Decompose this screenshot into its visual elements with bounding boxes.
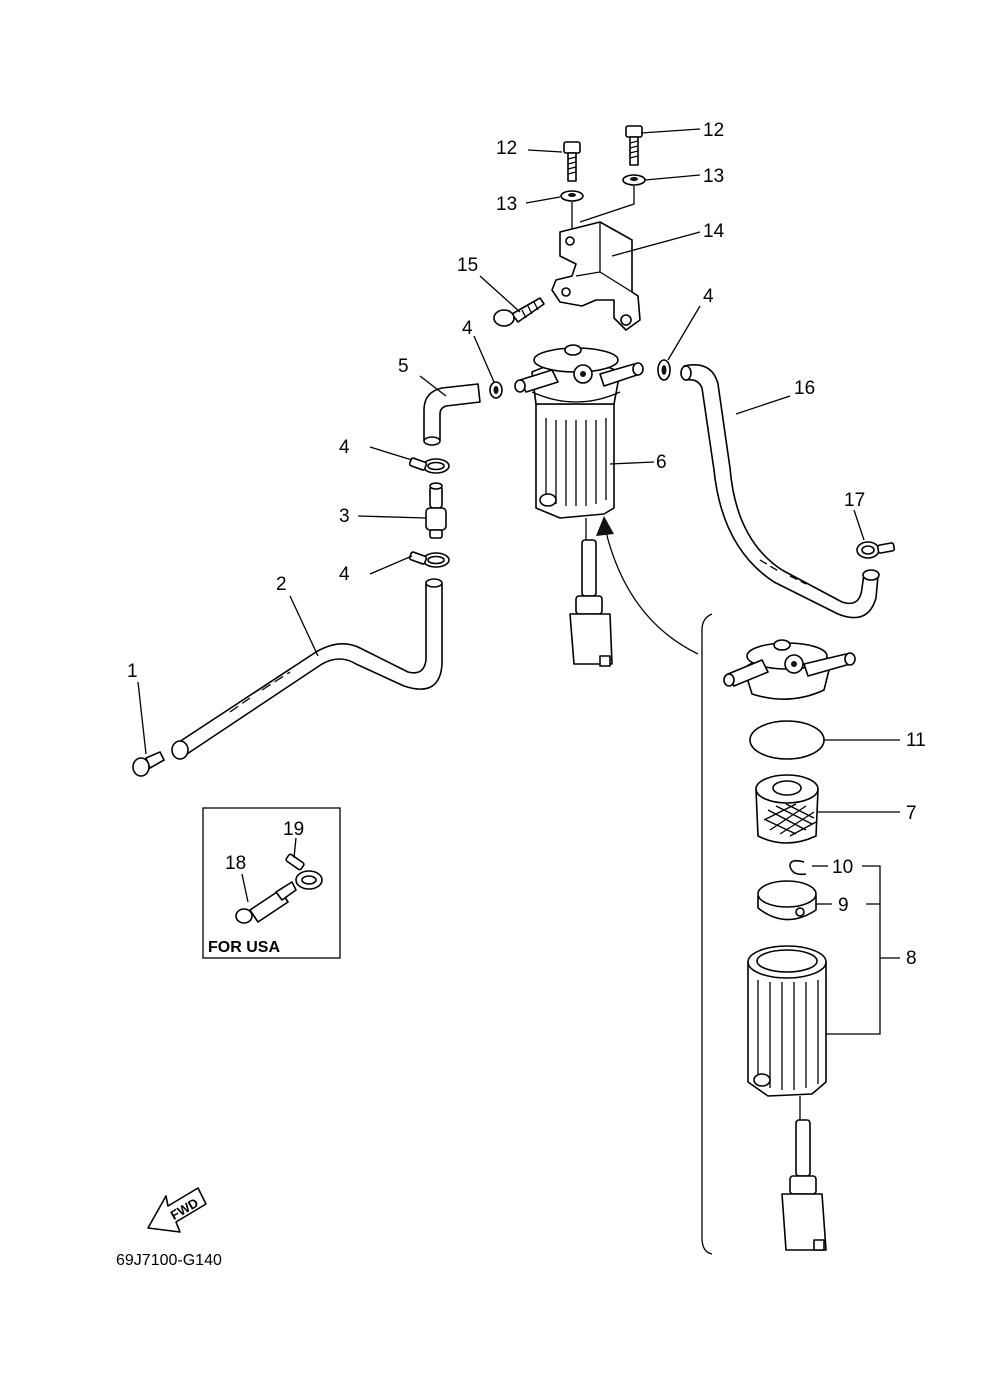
filter-element-7 (755, 774, 819, 844)
joint-18 (235, 881, 297, 924)
leader-lines (137, 128, 900, 1035)
callout-4-top-left: 4 (462, 318, 473, 339)
callout-18: 18 (225, 853, 246, 874)
callout-9: 9 (838, 895, 849, 916)
callout-7: 7 (906, 803, 917, 824)
hose-5 (423, 383, 481, 446)
callout-4-top-right: 4 (703, 286, 714, 307)
circlip-10 (789, 859, 807, 876)
clip-4-upper (408, 457, 450, 474)
clip-19 (285, 853, 323, 890)
callout-6: 6 (656, 452, 667, 473)
plug-1 (132, 751, 165, 777)
detail-arrowhead (596, 516, 614, 536)
callout-10: 10 (832, 857, 853, 878)
callout-8: 8 (906, 948, 917, 969)
callout-4-upper: 4 (339, 437, 350, 458)
clip-4-top-right (657, 359, 671, 381)
callout-5: 5 (398, 356, 409, 377)
callout-12-right: 12 (703, 120, 724, 141)
bolt-12-left (563, 141, 581, 182)
detail-arrow (605, 531, 699, 655)
detail-bracket (701, 613, 713, 1255)
callout-1: 1 (127, 661, 138, 682)
washer-13-right (622, 174, 646, 186)
hose-16 (680, 364, 880, 619)
joint-3 (425, 482, 447, 539)
callout-12-left: 12 (496, 138, 517, 159)
callout-16: 16 (794, 378, 815, 399)
drawing-code: 69J7100-G140 (116, 1252, 222, 1269)
for-usa-box (202, 807, 341, 959)
washer-13-left (560, 190, 584, 202)
clip-4-lower (408, 551, 450, 568)
filter-cup-8 (747, 945, 827, 1251)
for-usa-label: FOR USA (208, 939, 280, 956)
filter-cap-detail (723, 639, 856, 700)
callout-labels: 12 12 13 13 14 15 4 4 5 16 4 6 17 3 4 2 … (127, 120, 926, 969)
screw-15 (493, 297, 545, 327)
callout-13-right: 13 (703, 166, 724, 187)
float-9 (757, 880, 817, 921)
callout-3: 3 (339, 506, 350, 527)
hose-2 (171, 578, 443, 760)
callout-4-lower: 4 (339, 564, 350, 585)
callout-17: 17 (844, 490, 865, 511)
callout-2: 2 (276, 574, 287, 595)
o-ring-11 (749, 720, 825, 760)
clip-17 (856, 541, 896, 559)
callout-11: 11 (906, 730, 926, 751)
callout-19: 19 (283, 819, 304, 840)
callout-14: 14 (703, 221, 725, 242)
fuel-filter-6 (514, 344, 644, 667)
fwd-arrow-icon: FWD (147, 1187, 207, 1233)
clip-4-top-left (489, 381, 503, 399)
bolt-12-right (625, 125, 643, 166)
callout-13-left: 13 (496, 194, 517, 215)
callout-15: 15 (457, 255, 478, 276)
bracket-14 (551, 221, 641, 331)
